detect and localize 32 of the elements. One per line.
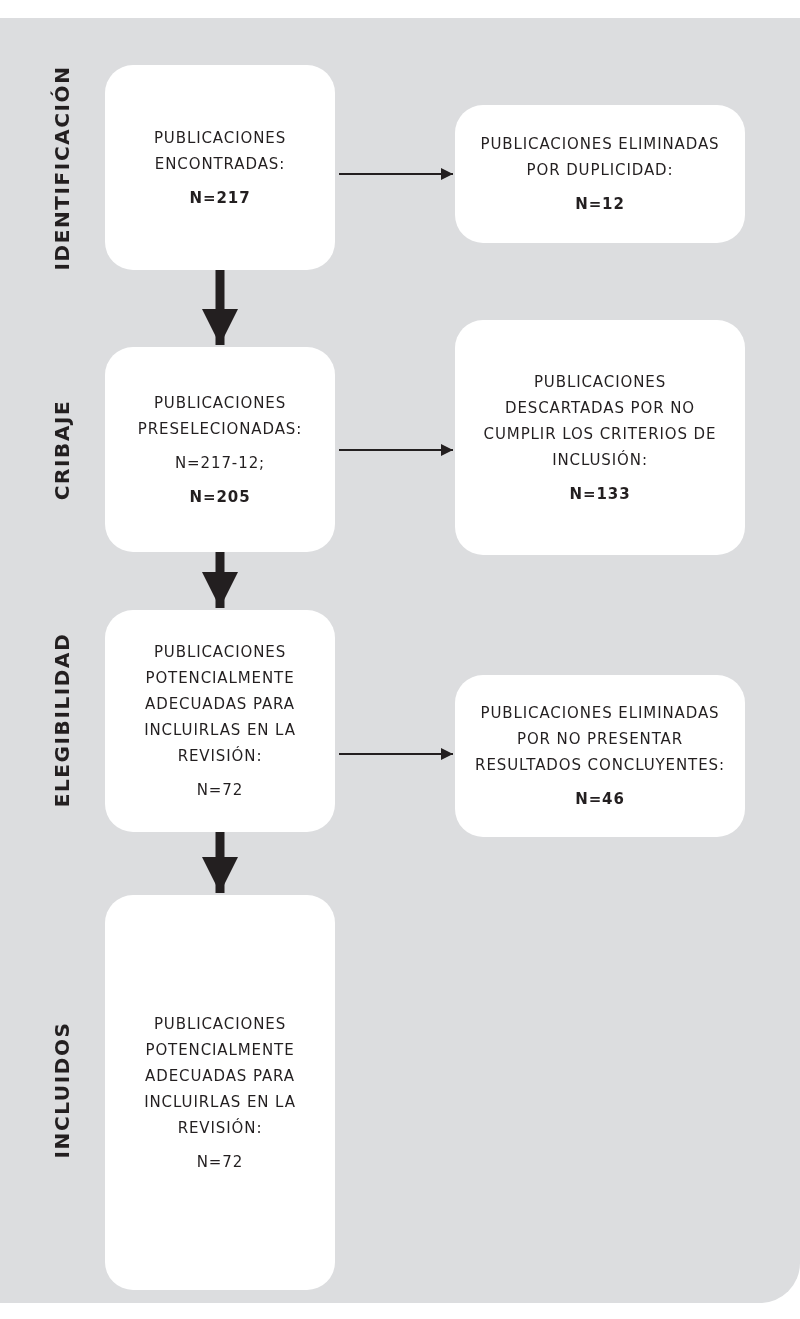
box-text: PUBLICACIONES ENCONTRADAS: (152, 127, 288, 175)
arrow (202, 832, 238, 893)
box-text: N=205 (189, 486, 251, 508)
box-text: PUBLICACIONES POTENCIALMENTE ADECUADAS PARA INCLUIRLAS EN LA REVISIÓN: (143, 642, 297, 767)
box-text: N=12 (575, 194, 625, 215)
box-text: PUBLICACIONES POTENCIALMENTE ADECUADAS PARA INCLUIRLAS EN LA REVISIÓN: (143, 1013, 297, 1139)
box-text: PUBLICACIONES ELIMINADAS POR NO PRESENTAR RESULTADOS CONCLUYENTES: (475, 703, 725, 776)
box-text: N=217 (189, 187, 251, 209)
arrow (338, 168, 454, 180)
box-text: N=72 (196, 1151, 244, 1173)
box-text: N=46 (575, 789, 625, 810)
process-box (105, 895, 335, 1290)
box-text: PUBLICACIONES DESCARTADAS POR NO CUMPLIR LOS CRITERIOS DE INCLUSIÓN: (482, 371, 718, 471)
process-box (455, 675, 745, 837)
stage-label: ELEGIBILIDAD (49, 632, 75, 808)
box-text: N=133 (569, 483, 631, 505)
process-box (105, 610, 335, 832)
stage-label: INCLUIDOS (49, 1021, 75, 1159)
box-text: N=217-12; (174, 452, 266, 474)
process-box (455, 105, 745, 243)
arrow (202, 552, 238, 608)
box-text: PUBLICACIONES ELIMINADAS POR DUPLICIDAD: (479, 134, 721, 181)
process-box (105, 65, 335, 270)
process-box (455, 320, 745, 555)
box-text: PUBLICACIONES PRESELECIONADAS: (136, 392, 304, 440)
arrow (202, 270, 238, 345)
stage-label: CRIBAJE (49, 399, 75, 501)
arrow (338, 748, 454, 760)
stage-label: IDENTIFICACIÓN (49, 65, 75, 271)
process-box (105, 347, 335, 552)
arrow (338, 444, 454, 456)
box-text: N=72 (196, 780, 244, 801)
